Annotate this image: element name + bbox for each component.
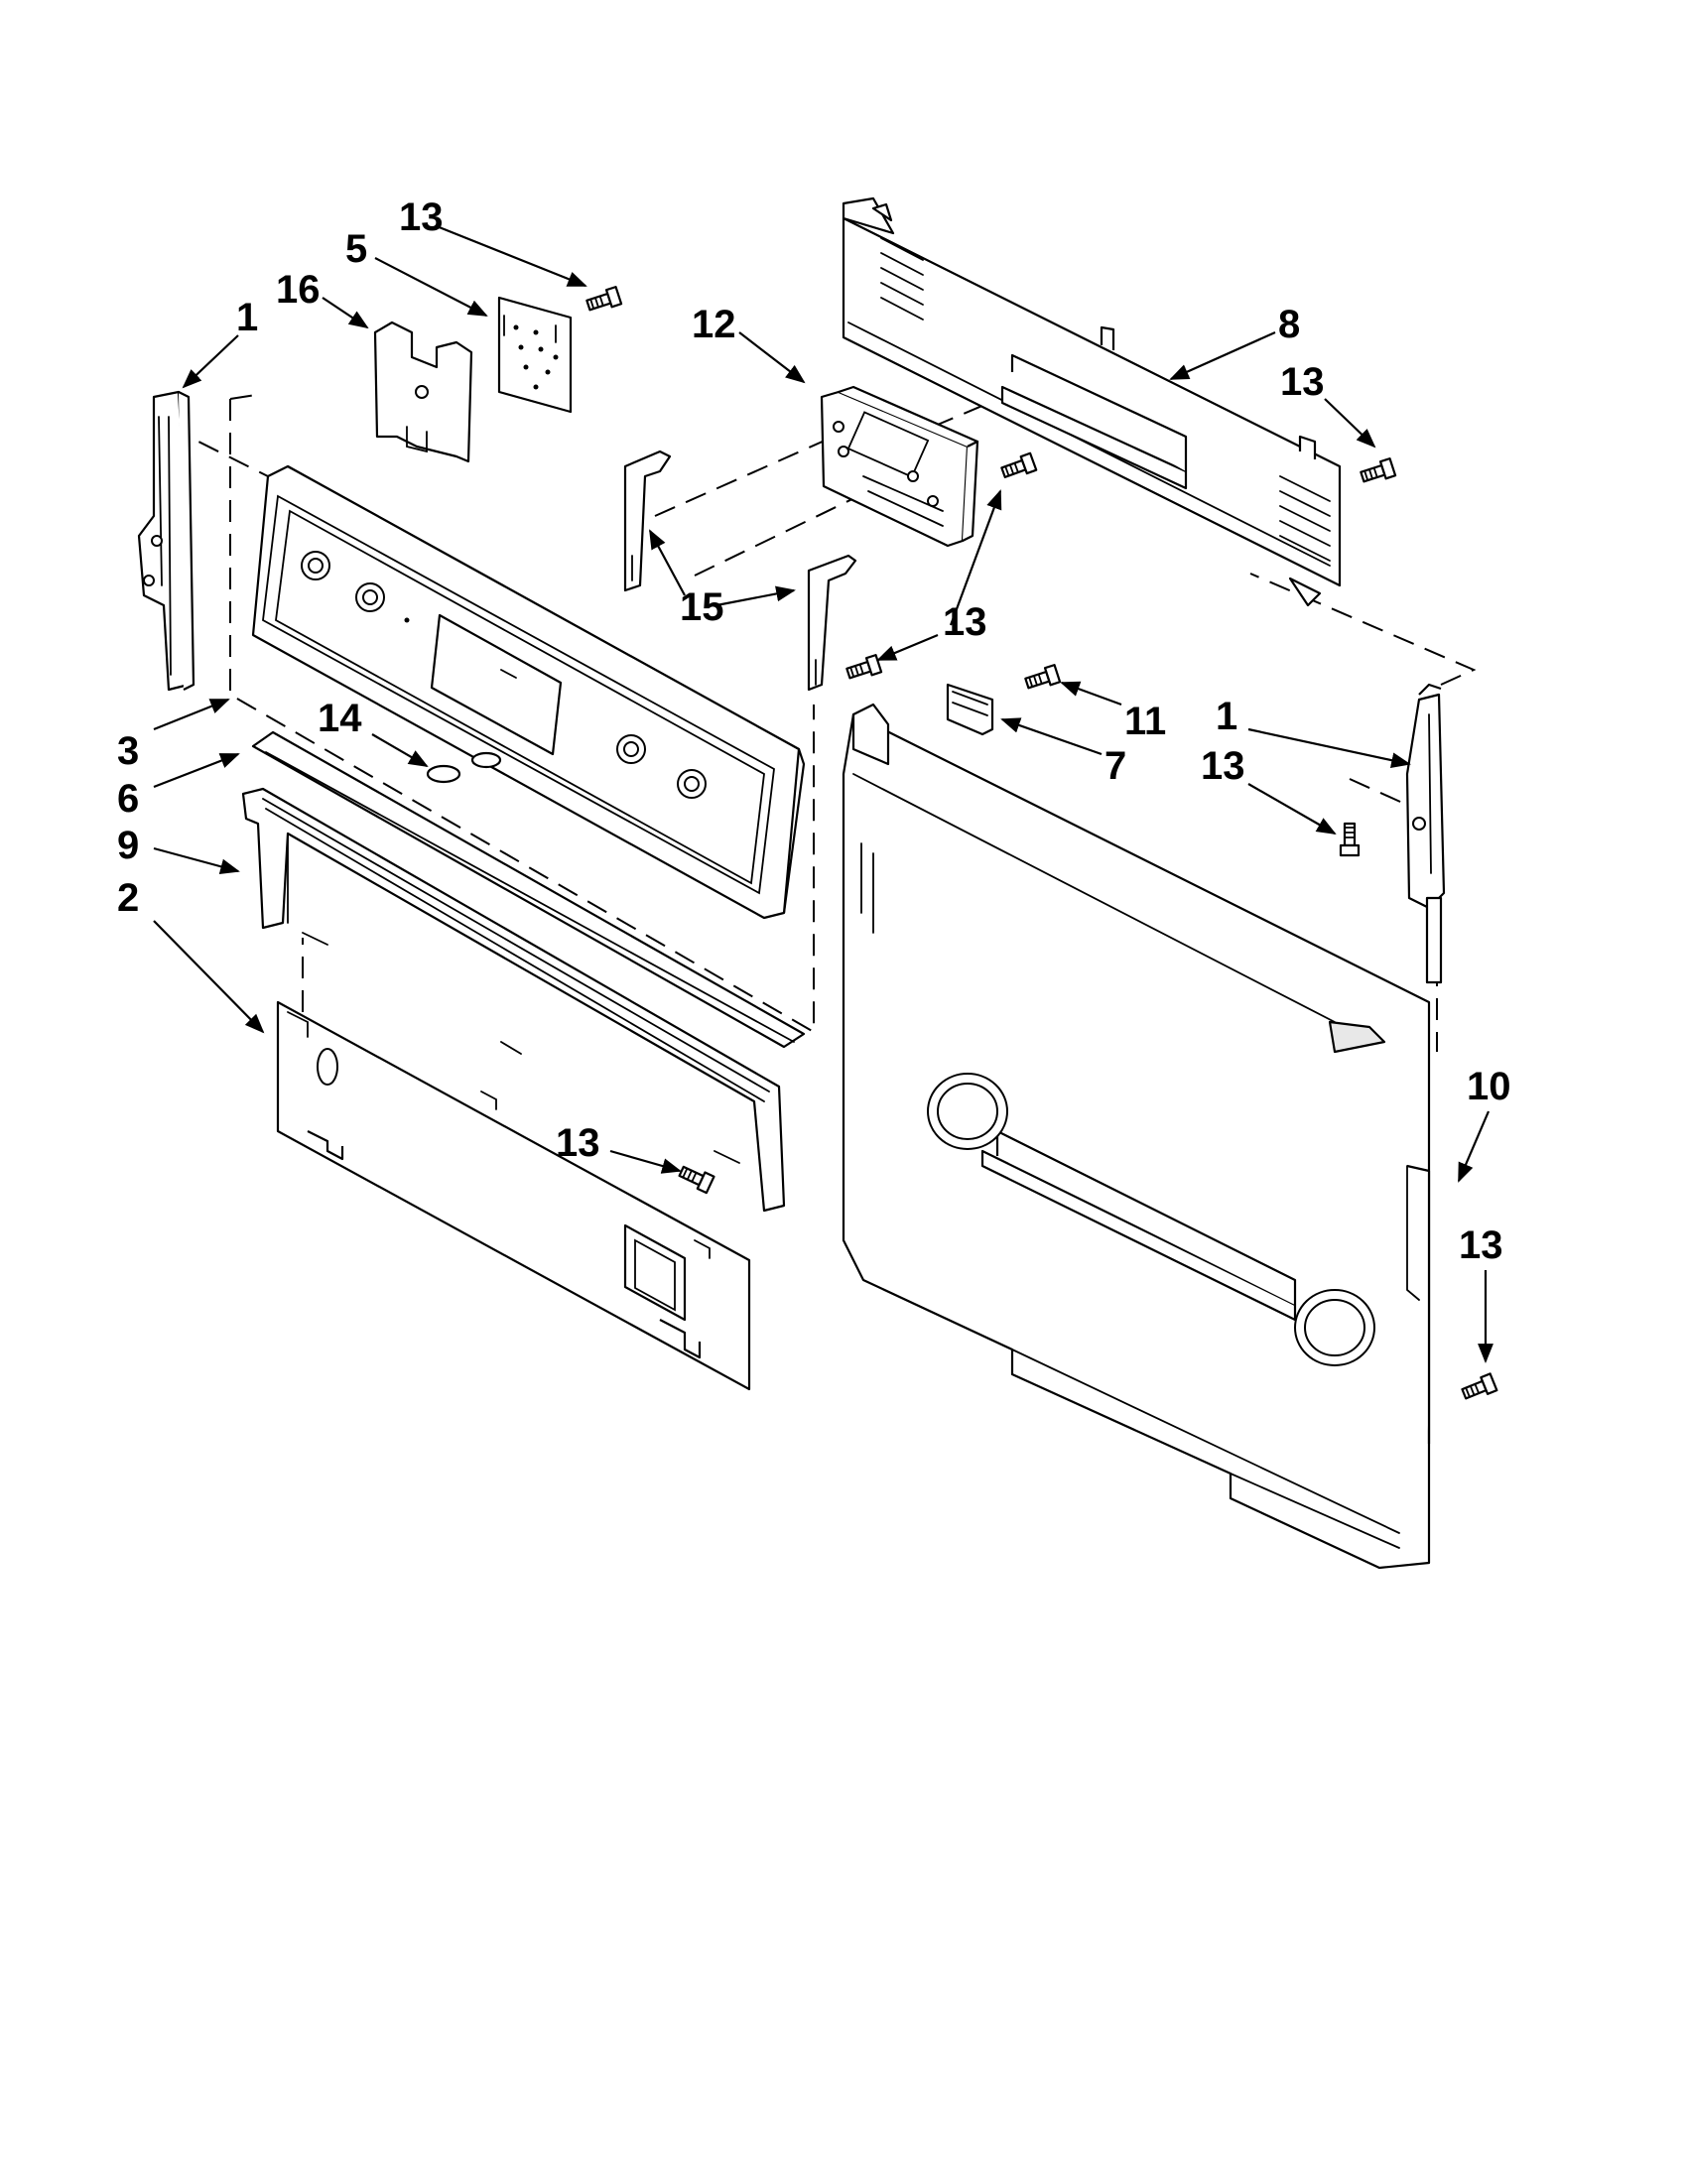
callout-13-lower: 13: [556, 1121, 600, 1165]
callout-2: 2: [117, 876, 139, 920]
part-10-rear-panel: [842, 703, 1431, 1570]
callout-7: 7: [1104, 744, 1126, 788]
screw-icon: [1461, 1372, 1498, 1400]
callout-14: 14: [318, 697, 362, 740]
callout-16: 16: [276, 268, 321, 312]
screw-icon: [1339, 822, 1361, 857]
part-8-rear-top-panel: [842, 196, 1342, 607]
part-7-plate: [946, 683, 994, 736]
callout-6: 6: [117, 777, 139, 821]
part-5-circuit-board: [497, 296, 573, 414]
part-12-electronic-control: [820, 385, 979, 548]
part-16-bracket: [373, 321, 473, 463]
callout-5: 5: [345, 227, 367, 271]
screw-icon: [1000, 451, 1038, 478]
callout-13-right-middle: 13: [1201, 744, 1245, 788]
callout-13-center: 13: [943, 600, 987, 644]
screw-icon: [1024, 664, 1062, 690]
callout-13-right-top: 13: [1280, 360, 1325, 404]
part-9-frame: [241, 787, 786, 1213]
screw-icon: [678, 1165, 715, 1195]
callout-9: 9: [117, 824, 139, 867]
callout-1-right: 1: [1216, 695, 1237, 738]
callout-1-left: 1: [236, 296, 258, 339]
callout-numbers: 13 5 16 1 12 8 13 15 13 11 7 1 13 14 3 6…: [117, 195, 1511, 1267]
screw-icon: [585, 286, 623, 312]
leader-arrows: [153, 224, 1493, 1363]
callout-13-bottom-right: 13: [1459, 1223, 1503, 1267]
screws: [585, 286, 1498, 1400]
part-1-side-bracket-right: [1405, 683, 1446, 984]
callout-13-top: 13: [399, 195, 444, 239]
part-2-lower-panel: [276, 1000, 751, 1391]
callout-10: 10: [1467, 1065, 1511, 1108]
callout-3: 3: [117, 729, 139, 773]
part-1-side-bracket-left: [137, 390, 195, 692]
part-15-end-caps: [623, 450, 857, 692]
part-3-control-console: [251, 464, 806, 920]
screw-icon: [1360, 457, 1397, 483]
screw-icon: [845, 654, 883, 680]
callout-12: 12: [692, 303, 736, 346]
part-14-badge: [426, 751, 502, 784]
callout-8: 8: [1278, 303, 1300, 346]
callout-11: 11: [1124, 700, 1166, 743]
part-6-trim-strip: [251, 730, 806, 1049]
callout-15: 15: [680, 585, 724, 629]
